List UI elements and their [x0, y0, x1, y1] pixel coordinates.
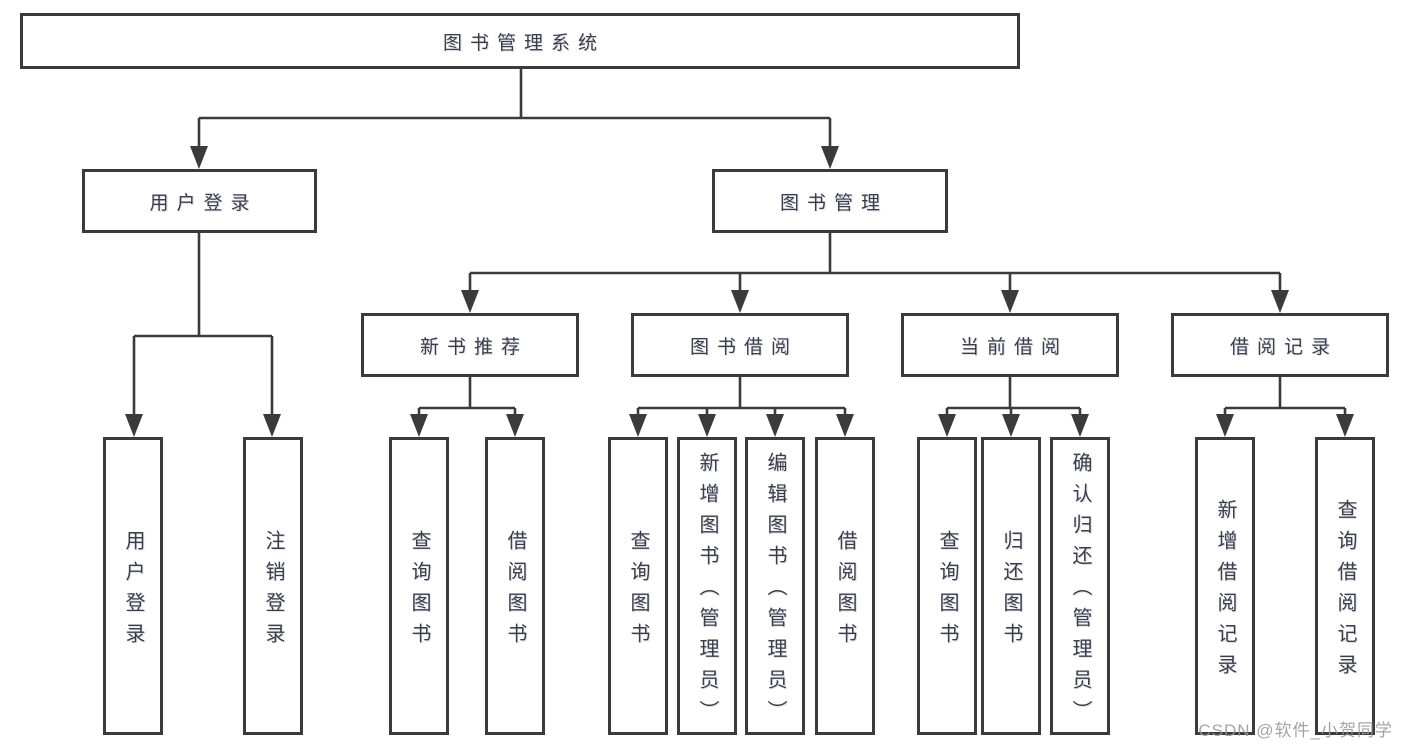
- arrowhead-icon: [190, 146, 208, 169]
- arrowhead-icon: [821, 146, 839, 169]
- node-book-borrowing-label: 图书借阅: [689, 336, 798, 358]
- leaf-user-login-label: 用户登录: [122, 529, 144, 654]
- leaf-logout-label: 注销登录: [262, 529, 284, 654]
- arrowhead-icon: [506, 414, 524, 437]
- arrowhead-icon: [938, 414, 956, 437]
- node-book-borrowing: 图书借阅: [631, 313, 849, 377]
- arrowhead-icon: [1271, 290, 1289, 313]
- leaf-query-books-recommend: 查询图书: [389, 437, 449, 735]
- leaf-edit-book-admin: 编辑图书（管理员）: [745, 437, 805, 735]
- leaf-add-book-admin: 新增图书（管理员）: [677, 437, 737, 735]
- leaf-borrow-books-borrowing-label: 借阅图书: [834, 529, 856, 654]
- leaf-add-book-admin-label: 新增图书（管理员）: [696, 452, 718, 731]
- node-current-borrowing: 当前借阅: [901, 313, 1119, 377]
- leaf-add-borrow-record-label: 新增借阅记录: [1214, 498, 1236, 685]
- arrowhead-icon: [1002, 414, 1020, 437]
- arrowhead-icon: [410, 414, 428, 437]
- arrowhead-icon: [1071, 414, 1089, 437]
- arrowhead-icon: [731, 290, 749, 313]
- arrowhead-icon: [629, 414, 647, 437]
- node-root-system-label: 图书管理系统: [442, 32, 605, 54]
- leaf-logout: 注销登录: [243, 437, 303, 735]
- leaf-confirm-return-admin: 确认归还（管理员）: [1050, 437, 1110, 735]
- leaf-query-borrow-record: 查询借阅记录: [1315, 437, 1375, 735]
- arrowhead-icon: [263, 414, 281, 437]
- arrowhead-icon: [125, 414, 143, 437]
- node-borrow-records-label: 借阅记录: [1229, 336, 1338, 358]
- leaf-borrow-books-borrowing: 借阅图书: [815, 437, 875, 735]
- arrowhead-icon: [461, 290, 479, 313]
- node-new-book-recommend-label: 新书推荐: [419, 336, 528, 358]
- arrowhead-icon: [766, 414, 784, 437]
- arrowhead-icon: [1336, 414, 1354, 437]
- node-user-login: 用户登录: [82, 169, 317, 233]
- node-borrow-records: 借阅记录: [1171, 313, 1389, 377]
- arrowhead-icon: [1216, 414, 1234, 437]
- node-new-book-recommend: 新书推荐: [361, 313, 579, 377]
- arrowhead-icon: [836, 414, 854, 437]
- arrowhead-icon: [1001, 290, 1019, 313]
- leaf-add-borrow-record: 新增借阅记录: [1195, 437, 1255, 735]
- leaf-user-login: 用户登录: [103, 437, 163, 735]
- leaf-edit-book-admin-label: 编辑图书（管理员）: [764, 452, 786, 731]
- node-root-system: 图书管理系统: [20, 13, 1020, 69]
- node-book-management: 图书管理: [712, 169, 948, 233]
- csdn-watermark: CSDN @软件_小贺同学: [1198, 721, 1393, 740]
- leaf-query-books-current-label: 查询图书: [936, 529, 958, 654]
- leaf-query-books-borrowing: 查询图书: [608, 437, 668, 735]
- leaf-return-books: 归还图书: [981, 437, 1041, 735]
- arrowhead-icon: [698, 414, 716, 437]
- node-book-management-label: 图书管理: [779, 192, 888, 214]
- node-current-borrowing-label: 当前借阅: [959, 336, 1068, 358]
- leaf-borrow-books-recommend-label: 借阅图书: [504, 529, 526, 654]
- leaf-return-books-label: 归还图书: [1000, 529, 1022, 654]
- leaf-confirm-return-admin-label: 确认归还（管理员）: [1069, 452, 1091, 731]
- leaf-query-books-recommend-label: 查询图书: [408, 529, 430, 654]
- leaf-query-books-borrowing-label: 查询图书: [627, 529, 649, 654]
- leaf-borrow-books-recommend: 借阅图书: [485, 437, 545, 735]
- leaf-query-books-current: 查询图书: [917, 437, 977, 735]
- node-user-login-label: 用户登录: [149, 192, 258, 214]
- leaf-query-borrow-record-label: 查询借阅记录: [1334, 498, 1356, 685]
